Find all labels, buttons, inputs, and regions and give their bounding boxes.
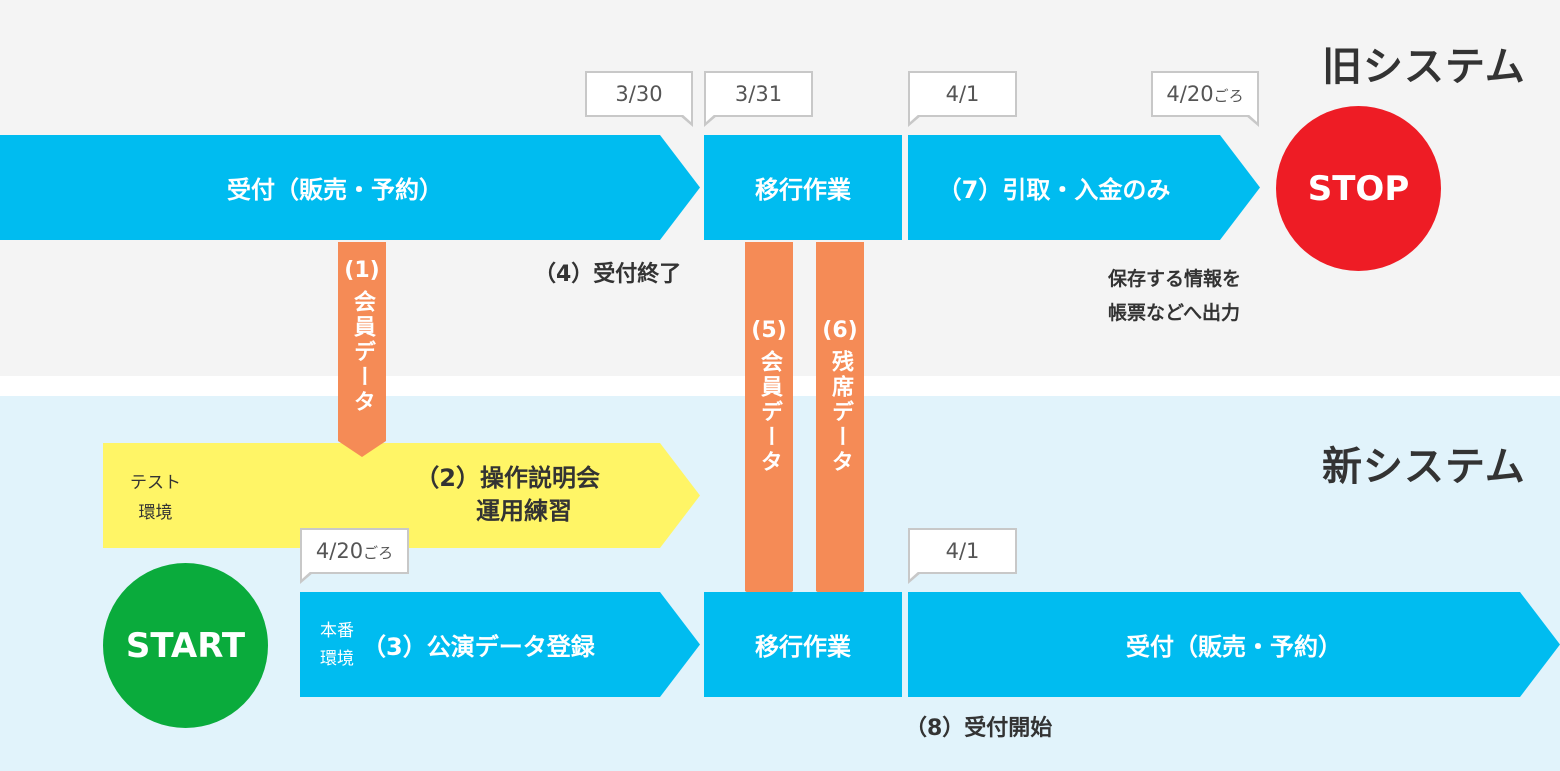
event-data-registration-label: （3）公演データ登録 bbox=[362, 633, 595, 661]
reception-start-note: （8）受付開始 bbox=[905, 716, 1053, 741]
reception-end-note: （4）受付終了 bbox=[534, 262, 682, 287]
pickup-payment-arrow: （7）引取・入金のみ bbox=[908, 135, 1260, 240]
prod-env-label-line1: 本番 bbox=[320, 620, 354, 641]
date-callout-3-30: 3/30 bbox=[585, 71, 693, 127]
save-info-line1: 保存する情報を bbox=[1108, 268, 1242, 290]
date-callout-4-1-new: 4/1 bbox=[908, 528, 1017, 584]
transfer-label: 会員データ bbox=[757, 350, 782, 475]
date-label: 4/1 bbox=[945, 539, 980, 563]
stop-label: STOP bbox=[1307, 168, 1410, 209]
transfer-number: (6) bbox=[822, 318, 858, 343]
production-env-arrow: 本番 環境 （3）公演データ登録 bbox=[300, 592, 700, 697]
new-reception-arrow: 受付（販売・予約） bbox=[908, 592, 1560, 697]
transfer-label: 会員データ bbox=[350, 290, 375, 415]
save-info-note: 保存する情報を 帳票などへ出力 bbox=[1108, 262, 1241, 330]
date-label: 4/20ごろ bbox=[1166, 82, 1244, 106]
new-system-title: 新システム bbox=[1322, 444, 1526, 490]
old-migration-box: 移行作業 bbox=[704, 135, 902, 240]
date-label: 4/1 bbox=[945, 82, 980, 106]
new-migration-label: 移行作業 bbox=[755, 633, 851, 661]
transfer-arrow-seat-data-6: (6) 残席データ bbox=[816, 242, 864, 607]
briefing-line1: （2）操作説明会 bbox=[415, 464, 600, 492]
stop-circle: STOP bbox=[1276, 106, 1441, 271]
test-env-label-line1: テスト bbox=[130, 473, 181, 493]
date-callout-4-1-old: 4/1 bbox=[908, 71, 1017, 127]
new-migration-box: 移行作業 bbox=[704, 592, 902, 697]
date-callout-4-20-old: 4/20ごろ bbox=[1151, 71, 1259, 127]
date-label: 4/20ごろ bbox=[315, 539, 394, 563]
old-reception-label: 受付（販売・予約） bbox=[227, 176, 443, 204]
old-migration-label: 移行作業 bbox=[755, 176, 851, 204]
start-circle: START bbox=[103, 563, 268, 728]
test-env-label-line2: 環境 bbox=[138, 503, 173, 523]
transfer-arrow-member-data-1: (1) 会員データ bbox=[338, 242, 386, 457]
date-label: 3/30 bbox=[615, 82, 663, 106]
old-system-title: 旧システム bbox=[1322, 44, 1526, 90]
briefing-practice-text: （2）操作説明会 運用練習 bbox=[380, 462, 600, 528]
save-info-line2: 帳票などへ出力 bbox=[1108, 302, 1241, 324]
prod-env-label-line2: 環境 bbox=[320, 648, 354, 669]
start-label: START bbox=[125, 625, 246, 666]
test-env-label: テスト 環境 bbox=[130, 468, 181, 528]
prod-env-label: 本番 環境 bbox=[320, 617, 354, 673]
date-callout-3-31: 3/31 bbox=[704, 71, 813, 127]
pickup-payment-label: （7）引取・入金のみ bbox=[937, 176, 1171, 204]
transfer-label: 残席データ bbox=[828, 350, 853, 475]
transfer-number: (1) bbox=[344, 258, 380, 283]
briefing-line2: 運用練習 bbox=[476, 497, 572, 525]
date-callout-4-20-new: 4/20ごろ bbox=[300, 528, 409, 584]
new-reception-label: 受付（販売・予約） bbox=[1126, 633, 1342, 661]
transfer-number: (5) bbox=[751, 318, 787, 343]
old-reception-arrow: 受付（販売・予約） bbox=[0, 135, 700, 240]
transfer-arrow-member-data-5: (5) 会員データ bbox=[745, 242, 793, 607]
date-label: 3/31 bbox=[734, 82, 783, 106]
